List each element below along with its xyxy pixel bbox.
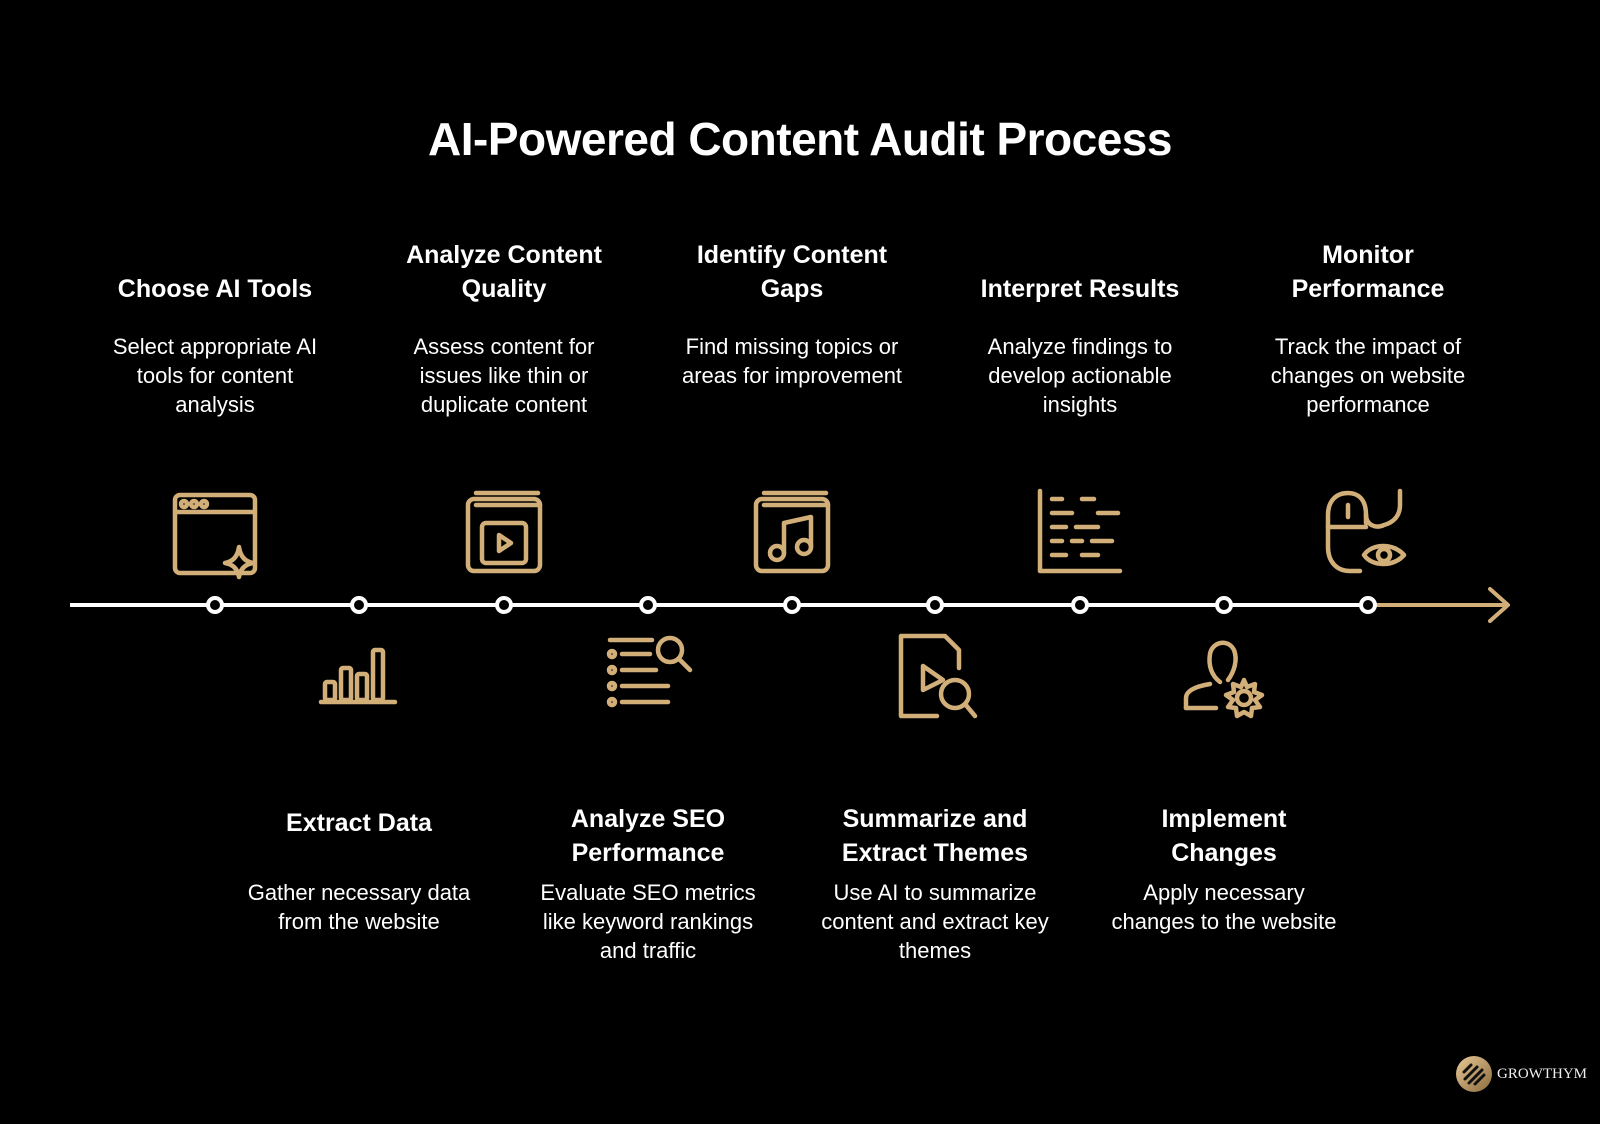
step-title: Implement Changes	[1161, 805, 1287, 867]
growthym-logo: GROWTHYM	[1455, 1055, 1587, 1093]
step-title: Monitor Performance	[1291, 241, 1445, 303]
mouse-eye-icon	[1320, 485, 1416, 581]
bar-chart-icon	[311, 628, 407, 724]
step-title: Identify Content Gaps	[696, 241, 888, 303]
browser-sparkle-icon	[167, 485, 263, 581]
step-title: Interpret Results	[980, 275, 1180, 303]
page-title: AI-Powered Content Audit Process	[428, 113, 1172, 165]
logo-mark-icon	[1456, 1056, 1492, 1092]
user-gear-icon	[1176, 628, 1272, 724]
step-description: Find missing topics or areas for improve…	[681, 334, 903, 388]
timeline-node	[783, 596, 801, 614]
timeline-node	[1071, 596, 1089, 614]
timeline-node	[350, 596, 368, 614]
step-title: Analyze Content Quality	[406, 241, 602, 303]
step-description: Track the impact of changes on website p…	[1270, 334, 1466, 417]
step-description: Evaluate SEO metrics like keyword rankin…	[540, 880, 756, 963]
music-book-icon	[744, 485, 840, 581]
list-search-icon	[600, 628, 696, 724]
step-description: Assess content for issues like thin or d…	[413, 334, 595, 417]
timeline-node	[1359, 596, 1377, 614]
step-description: Analyze findings to develop actionable i…	[987, 334, 1173, 417]
step-description: Apply necessary changes to the website	[1111, 880, 1337, 934]
step-description: Use AI to summarize content and extract …	[821, 880, 1049, 963]
file-video-search-icon	[887, 628, 983, 724]
timeline-arrow-head	[1488, 587, 1510, 623]
step-title: Choose AI Tools	[117, 275, 313, 303]
timeline-node	[1215, 596, 1233, 614]
step-title: Summarize and Extract Themes	[841, 805, 1029, 867]
step-title: Analyze SEO Performance	[570, 805, 726, 867]
timeline-node	[926, 596, 944, 614]
timeline-node	[206, 596, 224, 614]
gantt-chart-icon	[1032, 485, 1128, 581]
logo-text: GROWTHYM	[1497, 1065, 1587, 1082]
video-book-icon	[456, 485, 552, 581]
step-title: Extract Data	[286, 809, 432, 837]
step-description: Gather necessary data from the website	[247, 880, 471, 934]
timeline-node	[639, 596, 657, 614]
step-description: Select appropriate AI tools for content …	[112, 334, 318, 417]
timeline-node	[495, 596, 513, 614]
